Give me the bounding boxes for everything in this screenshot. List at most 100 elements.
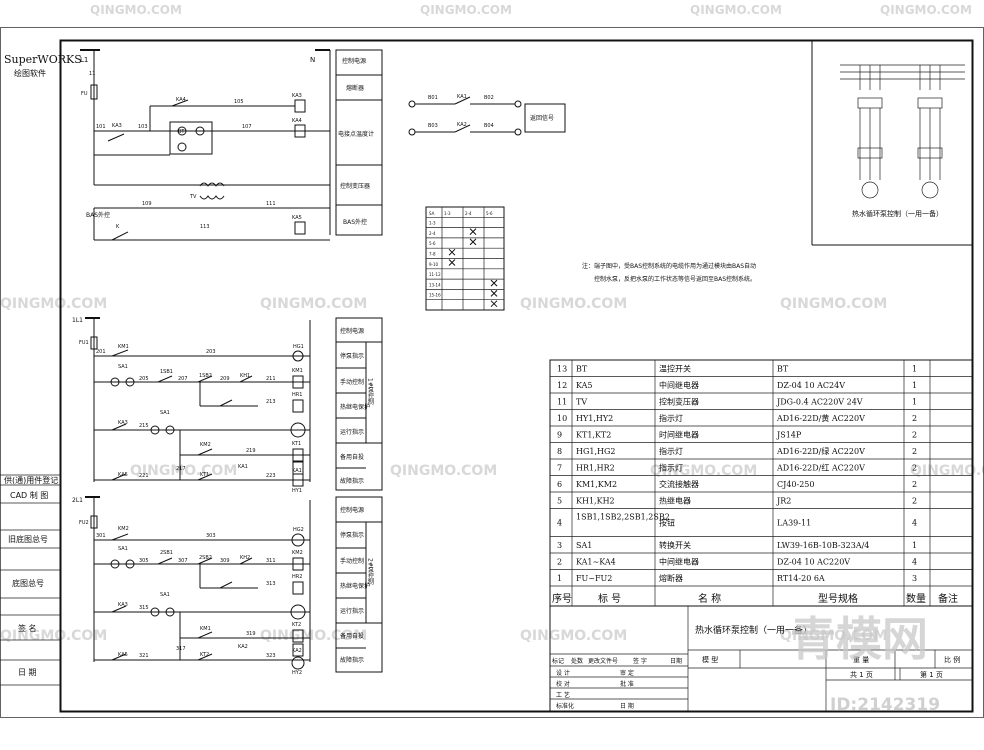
- svg-text:113: 113: [200, 224, 210, 230]
- svg-text:KM1: KM1: [118, 344, 129, 350]
- svg-text:2SB2: 2SB2: [199, 555, 212, 561]
- parts-cell: 5: [557, 496, 562, 505]
- svg-text:KA4: KA4: [292, 118, 302, 124]
- pump1-circuit: 1L1 FU1 201 KM1 203 HG1 SA1 205 1SB1 207…: [72, 317, 311, 494]
- parts-cell: HG1,HG2: [576, 447, 615, 456]
- svg-text:311: 311: [266, 558, 276, 564]
- mark-row-cell: 签 字: [633, 657, 647, 665]
- contact-closed-mark: [469, 228, 477, 235]
- function-label: 备用自投: [340, 453, 364, 461]
- svg-text:KM2: KM2: [118, 526, 129, 532]
- parts-cell: 按钮: [659, 518, 675, 528]
- parts-cell: 指示灯: [659, 462, 683, 472]
- parts-cell: KH1,KH2: [576, 496, 615, 505]
- svg-text:109: 109: [142, 201, 152, 207]
- parts-cell: KT1,KT2: [576, 430, 611, 439]
- svg-text:303: 303: [206, 533, 216, 539]
- indicator-lamp: [291, 533, 305, 547]
- indicator-lamp: [290, 604, 306, 620]
- temperature-gauge-box: [169, 121, 213, 155]
- watermark-text: QINGMO.COM: [0, 296, 107, 312]
- svg-text:B04: B04: [484, 123, 494, 129]
- function-label: 热继电保护: [340, 403, 370, 411]
- parts-cell: KA1~KA4: [576, 557, 616, 566]
- svg-text:设 计: 设 计: [556, 669, 570, 677]
- parts-cell: 3: [912, 574, 917, 583]
- svg-text:215: 215: [139, 423, 149, 429]
- mark-row-cell: 处数: [571, 657, 583, 665]
- svg-text:309: 309: [220, 558, 230, 564]
- parts-cell: 时间继电器: [659, 429, 699, 439]
- watermark-text: QINGMO.COM: [780, 628, 887, 644]
- parts-cell: CJ40-250: [777, 480, 814, 489]
- svg-text:日 期: 日 期: [620, 702, 634, 710]
- svg-text:HY2: HY2: [292, 670, 302, 676]
- svg-text:KA2: KA2: [292, 648, 302, 654]
- parts-cell: JDG-0.4 AC220V 24V: [776, 397, 863, 406]
- function-label: 控制电源: [340, 506, 364, 514]
- svg-text:标准化: 标准化: [556, 702, 574, 710]
- power-circuit: L1 11 FU N KA4 105 KA3 101 KA3 103 BT 10…: [80, 49, 331, 241]
- svg-text:203: 203: [206, 349, 216, 355]
- svg-text:321: 321: [139, 653, 149, 659]
- parts-cell: 11: [557, 397, 567, 406]
- switch-table-row-label: 15-16: [429, 293, 441, 298]
- parts-cell: 4: [557, 519, 562, 528]
- pump-group-label: 2#泵控制: [367, 558, 374, 586]
- parts-cell: 3: [557, 541, 562, 550]
- parts-cell: 热继电器: [659, 495, 691, 505]
- svg-text:KA1: KA1: [238, 464, 248, 470]
- parts-cell: 4: [912, 519, 917, 528]
- svg-text:KH1: KH1: [240, 373, 250, 379]
- svg-text:校 对: 校 对: [556, 680, 570, 688]
- contact-closed-mark: [448, 248, 456, 256]
- switch-table-header: SA: [429, 211, 435, 216]
- function-label: 故障指示: [340, 656, 364, 664]
- pump-group-label: 1#泵控制: [367, 378, 374, 406]
- parts-header-cell: 序号: [552, 592, 572, 605]
- watermark-text: QINGMO.COM: [780, 296, 887, 312]
- contact-closed-mark: [448, 259, 456, 266]
- svg-text:控制电源: 控制电源: [342, 57, 366, 65]
- fuse-symbol: [90, 84, 98, 100]
- svg-text:211: 211: [266, 376, 276, 382]
- parts-cell: 1: [912, 397, 917, 406]
- svg-text:205: 205: [139, 376, 149, 382]
- svg-text:B03: B03: [428, 123, 438, 129]
- svg-text:1SB1: 1SB1: [160, 369, 173, 375]
- parts-cell: DZ-04 10 AC24V: [777, 381, 845, 390]
- svg-text:217: 217: [176, 466, 186, 472]
- parts-cell: BT: [777, 364, 789, 373]
- svg-text:KA3: KA3: [292, 93, 302, 99]
- svg-text:KA2: KA2: [238, 644, 248, 650]
- watermark-text: QINGMO.COM: [420, 3, 512, 17]
- indicator-lamp: [292, 350, 304, 362]
- svg-text:K: K: [116, 224, 120, 230]
- pump2-circuit: 2L1 FU2 301 KM2 303 HG2 SA1 305 2SB1 307…: [72, 496, 311, 676]
- svg-text:L1: L1: [80, 56, 88, 64]
- indicator-lamp: [291, 656, 305, 670]
- svg-text:317: 317: [176, 646, 186, 652]
- parts-cell: 2: [557, 557, 562, 566]
- svg-text:111: 111: [266, 201, 276, 207]
- parts-cell: 指示灯: [659, 446, 683, 456]
- parts-cell: 控制变压器: [659, 396, 699, 406]
- parts-cell: AD16-22D/红 AC220V: [776, 462, 865, 472]
- switch-table-row-label: 11-12: [429, 272, 441, 277]
- parts-cell: 13: [557, 364, 567, 373]
- parts-cell: 转换开关: [659, 540, 691, 550]
- switch-table-row-label: 1-3: [429, 221, 436, 226]
- parts-cell: 2: [912, 430, 917, 439]
- parts-cell: HY1,HY2: [576, 414, 613, 423]
- watermark-text: QINGMO.COM: [0, 628, 107, 644]
- svg-text:KA3: KA3: [118, 420, 128, 426]
- parts-cell: LW39-16B-10B-323A/4: [777, 541, 869, 550]
- svg-text:重 量: 重 量: [853, 656, 869, 664]
- mark-row-cell: 日期: [670, 657, 682, 665]
- svg-text:比 例: 比 例: [944, 655, 960, 664]
- watermark-id: ID:2142319: [830, 695, 940, 715]
